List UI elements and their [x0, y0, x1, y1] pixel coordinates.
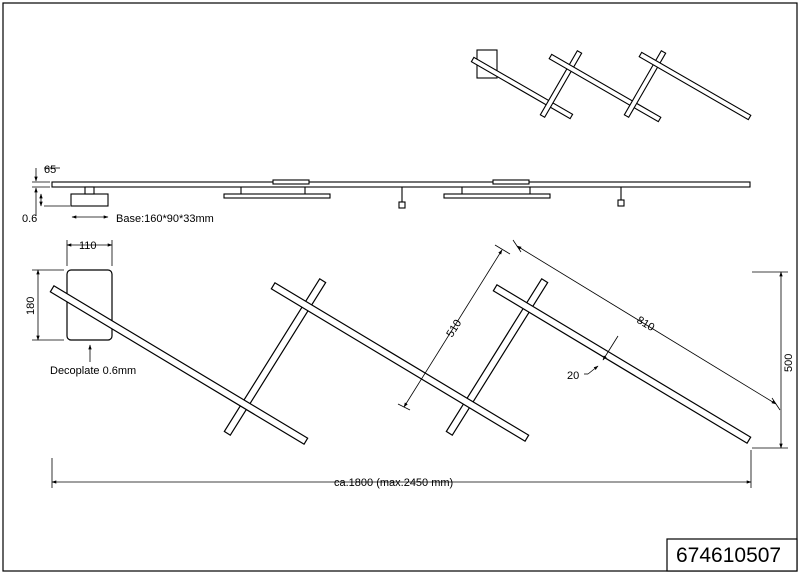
- side-cross-2: [443, 193, 551, 199]
- perspective-view: [470, 49, 752, 123]
- perspective-cross-2: [623, 49, 667, 119]
- label-decoplate: Decoplate 0.6mm: [50, 365, 136, 377]
- label-180: 180: [25, 297, 37, 315]
- side-cross-1: [223, 193, 331, 199]
- front-cross-1: [223, 277, 327, 437]
- side-base-stem: [84, 186, 95, 195]
- label-110: 110: [79, 240, 97, 252]
- side-cross-2-top: [492, 179, 530, 185]
- article-number-box: [666, 538, 798, 572]
- label-65: 65: [44, 164, 56, 176]
- side-bar: [51, 181, 751, 188]
- front-bar-1: [49, 284, 309, 446]
- front-cross-2: [445, 277, 549, 437]
- front-bar-3: [492, 283, 752, 445]
- perspective-bar-3: [638, 51, 752, 121]
- side-clip-1: [398, 201, 406, 209]
- label-total-length: ca.1800 (max.2450 mm): [334, 477, 453, 489]
- side-view: [51, 179, 751, 209]
- label-510: 510: [444, 318, 464, 340]
- front-view: [49, 269, 752, 446]
- side-cross-1-top: [272, 179, 310, 185]
- side-dimensions: [32, 167, 109, 219]
- label-20: 20: [567, 370, 579, 382]
- label-0-6: 0.6: [22, 213, 37, 225]
- label-810: 810: [634, 314, 656, 334]
- label-base: Base:160*90*33mm: [116, 213, 214, 225]
- side-base: [70, 193, 109, 207]
- label-500: 500: [783, 354, 795, 372]
- article-number: 674610507: [676, 544, 781, 567]
- front-dimensions: [32, 239, 788, 488]
- side-clip-2: [617, 199, 625, 207]
